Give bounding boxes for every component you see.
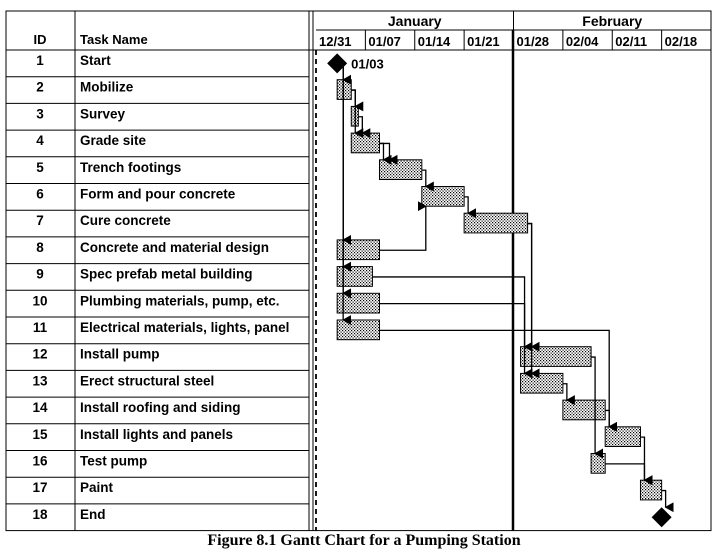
task-bar — [336, 79, 352, 100]
task-name: Start — [80, 53, 111, 68]
task-id: 3 — [36, 106, 44, 121]
milestone-date-label: 01/03 — [351, 56, 384, 71]
task-name: Install roofing and siding — [80, 400, 241, 415]
week-tick-label: 01/14 — [418, 34, 451, 49]
task-name: Form and pour concrete — [80, 187, 236, 202]
week-tick-label: 01/28 — [517, 34, 550, 49]
dependency-arrow — [379, 142, 392, 165]
task-name: Test pump — [80, 454, 147, 469]
dependency-arrow — [379, 201, 427, 251]
task-rows: 1 Start 2 Mobilize 3 Survey 4 Grade site 5 Trench… — [32, 53, 289, 522]
dependency-arrow — [591, 356, 604, 459]
task-id: 1 — [36, 53, 44, 68]
task-bar — [463, 212, 529, 234]
task-id: 16 — [32, 454, 48, 469]
task-bar — [336, 266, 373, 287]
task-name: Trench footings — [80, 160, 181, 175]
chart-header: ID Task Name — [34, 32, 148, 47]
task-name: End — [80, 507, 106, 522]
task-bar — [604, 426, 641, 447]
gantt-chart: ID Task Name January February 12/31 01/07 0… — [5, 10, 712, 532]
task-name: Concrete and material design — [80, 240, 269, 255]
task-name: Spec prefab metal building — [80, 267, 253, 282]
task-id: 5 — [36, 160, 44, 175]
dependency-arrow — [562, 383, 575, 406]
week-tick-label: 02/18 — [665, 34, 698, 49]
dependency-links — [339, 62, 674, 513]
task-name: Electrical materials, lights, panel — [80, 320, 289, 335]
task-name: Survey — [80, 106, 126, 121]
task-bar — [520, 372, 564, 394]
task-id: 8 — [36, 240, 44, 255]
dependency-arrow — [605, 409, 618, 432]
dependency-arrow — [358, 116, 371, 139]
week-tick-label: 01/21 — [467, 34, 500, 49]
week-tick-labels: 12/31 01/07 01/14 01/21 01/28 02/04 02/11 02/18 — [319, 30, 697, 50]
dependency-arrow — [421, 169, 434, 192]
task-bar — [378, 159, 423, 181]
figure-caption: Figure 8.1 Gantt Chart for a Pumping Sta… — [207, 532, 521, 549]
task-id: 6 — [36, 187, 44, 202]
task-id: 2 — [36, 80, 44, 95]
task-name: Grade site — [80, 133, 147, 148]
dependency-arrow — [527, 222, 540, 379]
dependency-arrow — [379, 329, 618, 432]
dependency-arrow — [661, 489, 674, 513]
dependency-arrow — [379, 142, 398, 165]
id-column-header: ID — [34, 32, 47, 47]
task-name: Plumbing materials, pump, etc. — [80, 293, 280, 308]
task-name: Cure concrete — [80, 213, 171, 228]
dependency-arrow — [605, 463, 653, 486]
task-bar — [590, 453, 606, 474]
task-bar — [421, 186, 465, 207]
week-tick-label: 02/11 — [615, 34, 647, 49]
week-tick-label: 12/31 — [319, 34, 352, 49]
task-bars: 01/03 — [327, 53, 672, 528]
task-bar — [639, 479, 663, 501]
task-id: 10 — [32, 293, 47, 308]
task-id: 12 — [32, 347, 47, 362]
week-tick-label: 01/07 — [368, 34, 401, 49]
task-id: 15 — [32, 427, 48, 442]
task-column-header: Task Name — [80, 32, 148, 47]
reference-lines — [315, 30, 515, 531]
task-name: Erect structural steel — [80, 373, 214, 388]
table-border — [5, 10, 712, 532]
task-id: 17 — [32, 480, 47, 495]
task-id: 18 — [32, 507, 48, 522]
dependency-arrow — [339, 62, 352, 325]
task-bar — [562, 399, 606, 421]
month-headers: January February — [388, 11, 712, 30]
task-bar — [336, 319, 380, 341]
milestone-diamond — [651, 507, 672, 528]
month-label: January — [388, 13, 442, 29]
table-grid — [5, 10, 712, 532]
task-name: Install lights and panels — [80, 427, 233, 442]
task-name: Install pump — [80, 347, 160, 362]
task-id: 4 — [36, 133, 44, 148]
dependency-arrow — [351, 89, 364, 139]
task-id: 7 — [36, 213, 44, 228]
task-id: 11 — [33, 320, 48, 335]
month-label: February — [582, 13, 642, 29]
task-bar — [350, 132, 380, 154]
task-id: 13 — [32, 373, 48, 388]
dependency-arrow — [372, 276, 533, 379]
dependency-arrow — [464, 196, 477, 219]
task-id: 14 — [32, 400, 48, 415]
milestone-diamond — [327, 53, 348, 74]
week-tick-label: 02/04 — [566, 34, 599, 49]
dependency-arrow — [379, 303, 533, 352]
task-name: Paint — [80, 480, 114, 495]
task-name: Mobilize — [80, 80, 134, 95]
task-id: 9 — [36, 267, 44, 282]
